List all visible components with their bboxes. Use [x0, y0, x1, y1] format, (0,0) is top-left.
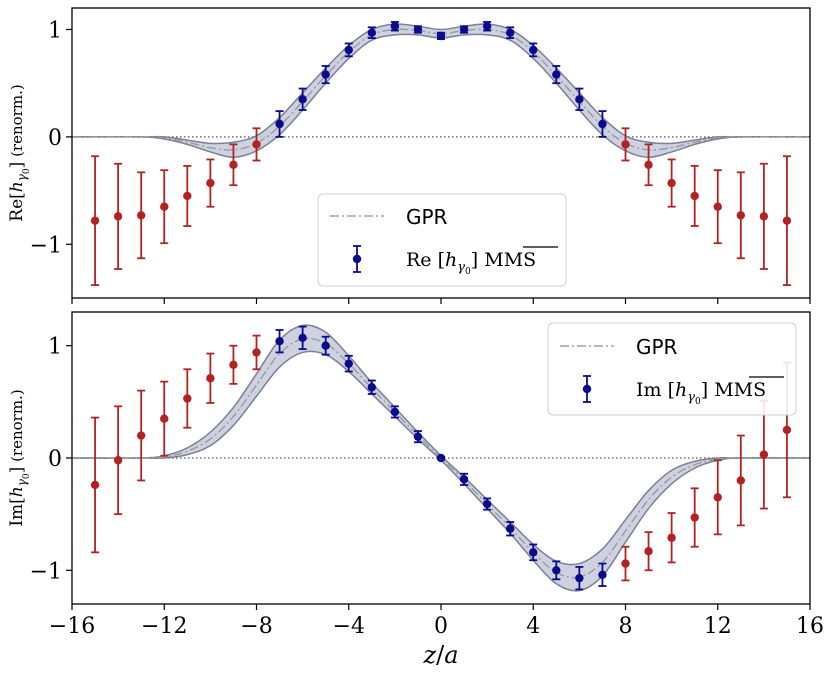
bottom-outer-point: [160, 380, 169, 457]
bottom-legend-data-swatch: [582, 375, 592, 403]
bottom-y-tick-label: −1: [30, 559, 62, 584]
bottom-y-tick-label: 1: [48, 335, 62, 360]
top-gpr-band-upper: [71, 23, 810, 145]
bottom-inner-point: [298, 325, 307, 350]
top-inner-point: [367, 26, 377, 39]
bottom-inner-point: [413, 430, 423, 444]
top-outer-point: [113, 162, 123, 270]
bottom-outer-point: [667, 512, 676, 564]
bottom-inner-point: [482, 497, 492, 511]
top-inner-point: [529, 42, 538, 58]
top-inner-point: [436, 31, 446, 41]
bottom-inner-point: [321, 335, 330, 356]
bottom-outer-point: [713, 459, 722, 536]
top-inner-point: [482, 21, 492, 32]
top-y-ticks: 1 0 −1: [30, 18, 72, 258]
bottom-inner-point: [575, 566, 584, 591]
bottom-x-ticks: −16 −12 −8 −4 0 4 8 12 16: [49, 604, 824, 639]
top-outer-point: [690, 164, 699, 227]
bottom-inner-point: [344, 354, 353, 373]
bottom-legend: GPR Im [hγ0] MMS: [547, 322, 797, 416]
top-outer-point: [183, 164, 192, 227]
bottom-outer-point: [113, 405, 123, 516]
bottom-inner-point: [436, 453, 446, 463]
x-tick-label: 12: [704, 614, 732, 639]
bottom-data-points: [90, 325, 792, 591]
top-inner-point: [552, 65, 561, 85]
bottom-y-axis-label: Im[hγ0] (renorm.): [7, 389, 32, 526]
bottom-legend-gpr-label: GPR: [636, 335, 678, 359]
top-inner-point: [344, 42, 353, 58]
x-tick-label: −8: [240, 614, 272, 639]
x-tick-label: −4: [333, 614, 365, 639]
x-axis-label: z/a: [422, 641, 458, 669]
bottom-inner-point: [529, 543, 538, 562]
top-y-tick-label: 1: [48, 18, 62, 43]
x-tick-label: 4: [526, 614, 540, 639]
top-y-tick-label: 0: [48, 126, 62, 151]
top-y-axis-label: Re[hγ0] (renorm.): [7, 84, 32, 221]
top-inner-point: [275, 110, 284, 138]
bottom-outer-point: [183, 368, 192, 429]
top-inner-point: [298, 87, 307, 111]
top-panel: 1 0 −1 Re[hγ0] (renorm.) GPR Re [hγ0] MMS: [7, 7, 811, 304]
top-inner-point: [575, 87, 584, 111]
top-inner-point: [390, 21, 400, 32]
top-inner-point: [459, 25, 469, 34]
top-outer-point: [782, 155, 792, 287]
top-legend-data-swatch: [352, 245, 362, 273]
bottom-outer-point: [644, 531, 653, 572]
top-outer-point: [160, 169, 169, 245]
bottom-outer-point: [690, 487, 699, 548]
top-outer-point: [90, 155, 100, 287]
bottom-outer-point: [206, 352, 215, 404]
top-legend-box: [317, 193, 567, 287]
bottom-inner-point: [598, 562, 607, 587]
bottom-legend-data-label: Im [hγ0] MMS: [636, 379, 766, 407]
top-outer-point: [229, 143, 238, 187]
top-outer-point: [736, 171, 746, 260]
top-x-ticks: [71, 298, 811, 304]
top-inner-point: [321, 65, 330, 85]
top-outer-point: [136, 171, 146, 260]
x-tick-label: −12: [141, 614, 187, 639]
top-legend: GPR Re [hγ0] MMS: [317, 193, 567, 287]
top-outer-point: [621, 127, 630, 162]
bottom-inner-point: [459, 472, 469, 486]
x-tick-label: 16: [796, 614, 824, 639]
x-tick-label: 0: [434, 614, 448, 639]
bottom-outer-point: [621, 545, 630, 582]
top-outer-point: [713, 169, 722, 245]
bottom-inner-point: [275, 329, 284, 354]
bottom-inner-point: [367, 379, 377, 395]
top-inner-point: [413, 25, 423, 34]
x-tick-label: 8: [619, 614, 633, 639]
bottom-outer-point: [136, 389, 146, 482]
top-legend-gpr-label: GPR: [406, 205, 448, 229]
top-outer-point: [759, 162, 769, 270]
bottom-outer-point: [90, 416, 100, 554]
top-outer-point: [206, 158, 215, 208]
top-data-points: [90, 21, 792, 287]
bottom-panel: 1 0 −1 −16 −12 −8 −4 0 4 8 12 16 Im[hγ0] (renorm.)…: [7, 311, 824, 669]
bottom-inner-point: [390, 405, 400, 419]
x-tick-label: −16: [49, 614, 95, 639]
top-inner-point: [598, 110, 607, 138]
top-outer-point: [644, 143, 653, 187]
top-inner-point: [505, 26, 515, 39]
top-outer-point: [667, 158, 676, 208]
top-y-tick-label: −1: [30, 233, 62, 258]
bottom-y-tick-label: 0: [48, 447, 62, 472]
bottom-outer-point: [252, 334, 261, 371]
bottom-outer-point: [736, 434, 746, 527]
bottom-inner-point: [505, 521, 515, 537]
bottom-outer-point: [229, 344, 238, 385]
bottom-inner-point: [552, 560, 561, 581]
bottom-legend-box: [547, 322, 797, 416]
top-legend-data-label: Re [hγ0] MMS: [406, 249, 536, 277]
bottom-y-ticks: 1 0 −1: [30, 335, 72, 584]
top-outer-point: [252, 127, 261, 162]
